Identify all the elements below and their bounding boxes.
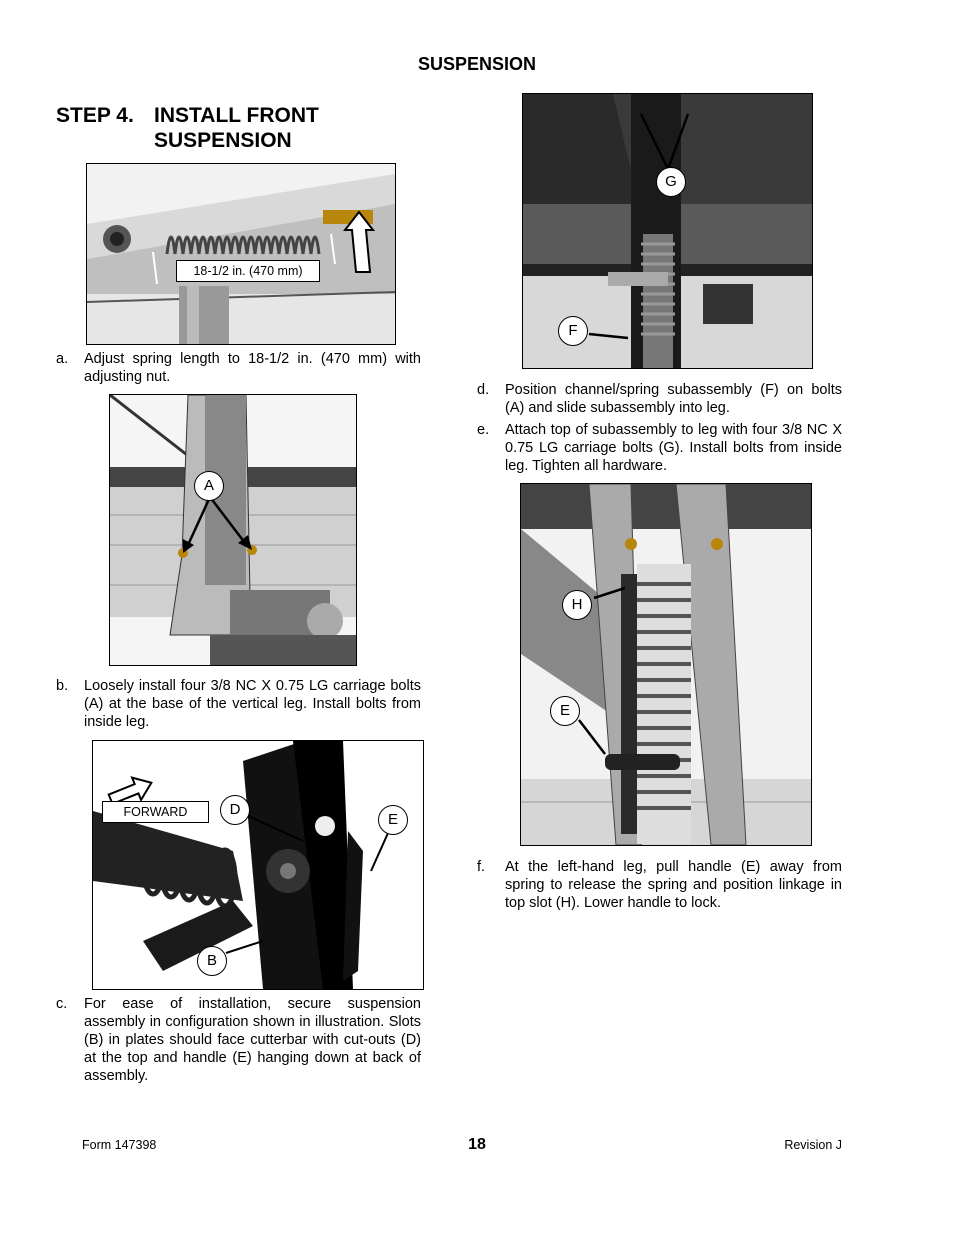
- callout-f: F: [558, 316, 588, 346]
- step-b: b. Loosely install four 3/8 NC X 0.75 LG…: [56, 677, 421, 733]
- step-c-text: For ease of installation, secure suspens…: [84, 996, 421, 1084]
- step-d-letter: d.: [477, 382, 490, 398]
- step-c: c. For ease of installation, secure susp…: [56, 995, 421, 1087]
- step-b-letter: b.: [56, 678, 69, 694]
- callout-e: E: [550, 696, 580, 726]
- step-title-line2: SUSPENSION: [154, 129, 292, 152]
- callout-b: B: [197, 946, 227, 976]
- step-b-text: Loosely install four 3/8 NC X 0.75 LG ca…: [84, 678, 421, 730]
- figure-channel-subassembly: G F: [522, 93, 813, 369]
- forward-label: FORWARD: [102, 801, 209, 823]
- step-e: e. Attach top of subassembly to leg with…: [477, 421, 842, 477]
- step-a: a. Adjust spring length to 18-1/2 in. (4…: [56, 350, 421, 390]
- spring-length-label: 18-1/2 in. (470 mm): [176, 260, 320, 282]
- revision-label: Revision J: [784, 1138, 842, 1152]
- step-f: f. At the left-hand leg, pull handle (E)…: [477, 858, 842, 914]
- vertical-leg-illustration: [110, 395, 356, 665]
- callout-h: H: [562, 590, 592, 620]
- step-f-text: At the left-hand leg, pull handle (E) aw…: [505, 859, 842, 911]
- step-e-text: Attach top of subassembly to leg with fo…: [505, 422, 842, 474]
- callout-g: G: [656, 167, 686, 197]
- step-title: STEP 4. INSTALL FRONT SUSPENSION: [56, 103, 319, 153]
- callout-d: D: [220, 795, 250, 825]
- handle-linkage-illustration: [521, 484, 811, 845]
- step-d: d. Position channel/spring subassembly (…: [477, 381, 842, 421]
- suspension-assembly-illustration: [93, 741, 423, 989]
- figure-spring-adjustment: 18-1/2 in. (470 mm): [86, 163, 396, 345]
- step-c-letter: c.: [56, 996, 68, 1012]
- step-number: STEP 4.: [56, 104, 134, 127]
- step-title-line1: INSTALL FRONT: [154, 104, 319, 127]
- step-a-letter: a.: [56, 351, 69, 367]
- section-header: SUSPENSION: [417, 54, 537, 74]
- callout-e: E: [378, 805, 408, 835]
- step-d-text: Position channel/spring subassembly (F) …: [505, 382, 842, 416]
- callout-a: A: [194, 471, 224, 501]
- step-e-letter: e.: [477, 422, 490, 438]
- page-number: 18: [468, 1136, 486, 1153]
- figure-handle-linkage: H E: [520, 483, 812, 846]
- step-f-letter: f.: [477, 859, 486, 875]
- step-a-text: Adjust spring length to 18-1/2 in. (470 …: [84, 351, 421, 385]
- figure-carriage-bolts: A: [109, 394, 357, 666]
- figure-suspension-configuration: FORWARD D E B: [92, 740, 424, 990]
- spring-illustration: [87, 164, 395, 344]
- form-number: Form 147398: [82, 1138, 157, 1152]
